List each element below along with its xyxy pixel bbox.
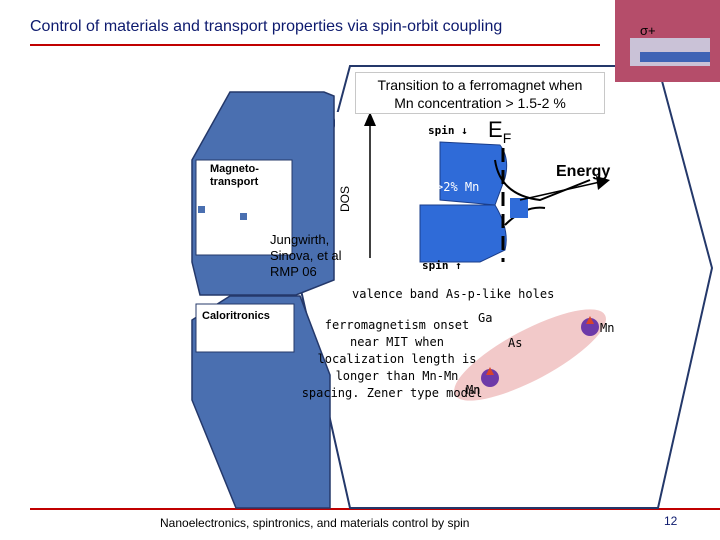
ferro-line-1: ferromagnetism onset	[324, 318, 470, 332]
valence-band-label: valence band As-p-like holes	[352, 287, 555, 301]
mn-atom-right	[581, 318, 599, 336]
ferro-line-5: spacing. Zener type model	[301, 386, 483, 400]
magnetotransport-square-2	[240, 213, 247, 220]
dos-curve	[494, 159, 591, 202]
reference-line-1: Jungwirth,	[270, 232, 330, 247]
slide-footer: Nanoelectronics, spintronics, and materi…	[160, 516, 470, 530]
callout-line-1: Transition to a ferromagnet when	[377, 77, 583, 93]
caloritronics-label: Caloritronics	[202, 310, 270, 322]
dos-axis-arrowhead	[364, 112, 376, 126]
magnetotransport-square-1	[198, 206, 205, 213]
fermi-level-label: EF	[488, 118, 511, 150]
ferromagnetism-explanation: ferromagnetism onset near MIT when local…	[302, 317, 488, 402]
callout-line-2: Mn concentration > 1.5-2 %	[394, 95, 566, 111]
magnetotransport-label: Magneto- transport	[210, 163, 259, 189]
magnetotransport-inner-panel	[195, 159, 293, 256]
dos-impurity-band	[510, 198, 528, 218]
fermi-label-main: E	[488, 117, 503, 142]
as-atom-label: As	[508, 336, 523, 350]
mn-spin-arrow-right	[586, 316, 594, 324]
caloritronics-inner-panel	[195, 303, 295, 353]
fermi-label-sub: F	[502, 130, 512, 146]
mn-atom-right-label: Mn	[600, 321, 615, 335]
energy-axis-arrow	[519, 181, 601, 201]
dos-axis-label: DOS	[338, 185, 352, 212]
dos-spin-up-band	[419, 204, 507, 263]
slide-title: Control of materials and transport prope…	[30, 18, 503, 35]
thumbnail-sigma-label: σ+	[640, 23, 656, 38]
mn-atom-left-label: Mn	[466, 383, 481, 397]
spin-up-label: spin ↑	[422, 259, 462, 272]
magnetotransport-label-line-2: transport	[210, 176, 259, 188]
ferromagnet-transition-callout: Transition to a ferromagnet when Mn conc…	[355, 72, 605, 114]
ferro-line-4: longer than Mn-Mn	[335, 369, 459, 383]
mn-atom-left	[481, 369, 499, 387]
reference-citation: Jungwirth, Sinova, et al RMP 06	[270, 232, 342, 280]
reference-line-2: Sinova, et al	[270, 248, 342, 263]
page-number: 12	[664, 514, 678, 528]
ferro-line-3: localization length is	[317, 352, 477, 366]
energy-label: Energy	[556, 163, 611, 180]
dos-region-label: >2% Mn	[436, 180, 480, 194]
energy-axis-arrowhead	[596, 176, 610, 190]
spin-down-label: spin ↓	[428, 124, 468, 137]
mn-spin-arrow-left	[486, 367, 494, 375]
reference-line-3: RMP 06	[270, 264, 317, 279]
ga-atom-label: Ga	[478, 311, 493, 325]
magnetotransport-label-line-1: Magneto-	[210, 163, 259, 175]
ferro-line-2: near MIT when	[350, 335, 444, 349]
dos-spin-down-band	[439, 141, 508, 206]
thumbnail-device-strip	[640, 52, 710, 62]
title-rule	[30, 44, 600, 46]
